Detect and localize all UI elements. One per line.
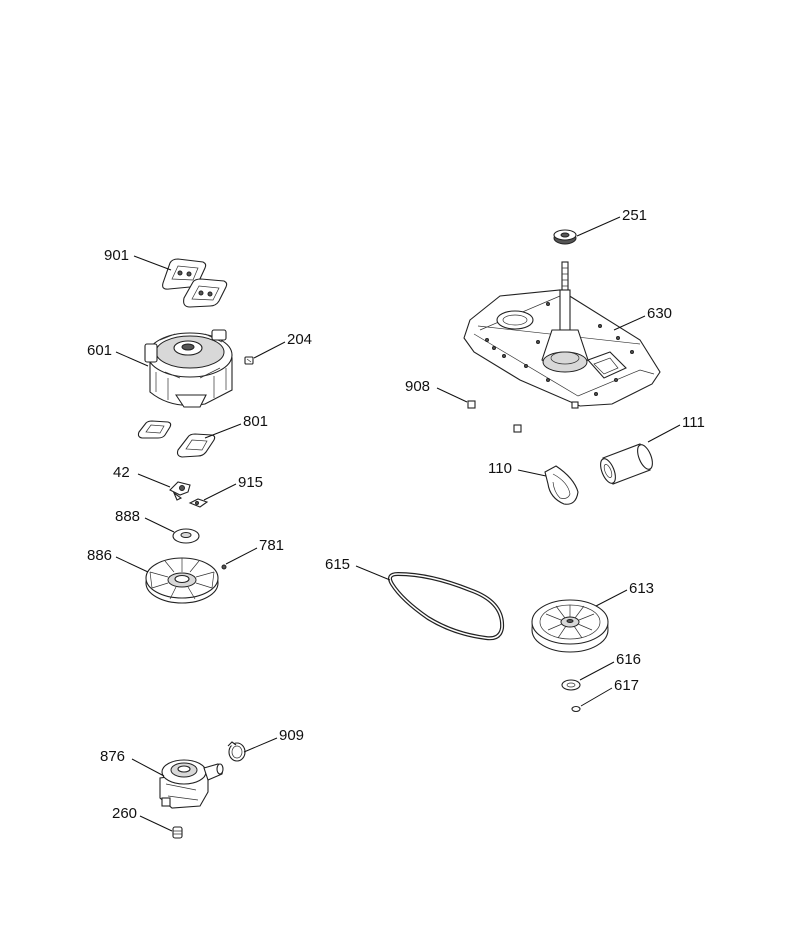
leader-915 xyxy=(203,483,237,501)
part-616-washer[interactable] xyxy=(561,679,581,691)
leader-888 xyxy=(144,517,175,533)
callout-110: 110 xyxy=(488,460,512,477)
callout-888: 888 xyxy=(115,508,140,525)
leader-601 xyxy=(115,351,149,367)
part-915-clip[interactable] xyxy=(188,498,209,508)
part-260-screw[interactable] xyxy=(172,826,183,839)
part-909-hose-clamp[interactable] xyxy=(227,741,246,762)
callout-260: 260 xyxy=(112,805,137,822)
callout-801: 801 xyxy=(243,413,268,430)
part-630-transmission-plate[interactable] xyxy=(463,261,661,409)
callout-909: 909 xyxy=(279,727,304,744)
part-908-nuts[interactable] xyxy=(467,400,522,433)
leader-251 xyxy=(576,216,621,237)
callout-labels: 901 601 204 801 42 915 888 886 781 251 6… xyxy=(87,207,705,822)
part-42-bracket[interactable] xyxy=(169,481,191,501)
leader-630 xyxy=(613,315,646,331)
leader-613 xyxy=(595,589,628,607)
part-876-drain-pump[interactable] xyxy=(159,759,224,809)
callout-915: 915 xyxy=(238,474,263,491)
callout-615: 615 xyxy=(325,556,350,573)
part-111-capacitor[interactable] xyxy=(598,443,656,486)
leader-42 xyxy=(137,473,171,488)
callout-42: 42 xyxy=(113,464,130,481)
part-886-fan-pulley[interactable] xyxy=(145,557,219,604)
leader-111 xyxy=(647,424,681,443)
leader-110 xyxy=(517,469,547,477)
callout-204: 204 xyxy=(287,331,312,348)
callout-781: 781 xyxy=(259,537,284,554)
callout-111: 111 xyxy=(682,414,705,431)
callout-616: 616 xyxy=(616,651,641,668)
leader-204 xyxy=(253,341,286,359)
leader-lines xyxy=(115,216,681,832)
leader-901 xyxy=(133,255,172,271)
leader-886 xyxy=(115,556,149,573)
part-251-cap[interactable] xyxy=(553,229,577,245)
leader-801 xyxy=(204,423,242,439)
part-781-screw[interactable] xyxy=(221,564,227,570)
callout-876: 876 xyxy=(100,748,125,765)
leader-781 xyxy=(225,547,258,565)
part-204-clip[interactable] xyxy=(244,356,254,365)
leader-615 xyxy=(355,565,391,581)
callout-613: 613 xyxy=(629,580,654,597)
part-801-pads[interactable] xyxy=(137,420,216,458)
part-613-pulley[interactable] xyxy=(531,599,609,653)
callout-630: 630 xyxy=(647,305,672,322)
callout-617: 617 xyxy=(614,677,639,694)
leader-908 xyxy=(436,387,468,403)
leader-909 xyxy=(243,737,278,753)
part-888-washer[interactable] xyxy=(172,528,200,544)
part-110-strap[interactable] xyxy=(544,465,579,505)
leader-617 xyxy=(580,687,613,707)
part-617-ring[interactable] xyxy=(571,705,581,713)
leader-616 xyxy=(579,661,615,681)
leader-260 xyxy=(139,815,173,832)
part-901-pads[interactable] xyxy=(162,258,228,308)
callout-601: 601 xyxy=(87,342,112,359)
callout-908: 908 xyxy=(405,378,430,395)
callout-886: 886 xyxy=(87,547,112,564)
callout-901: 901 xyxy=(104,247,129,264)
callout-251: 251 xyxy=(622,207,647,224)
part-615-belt[interactable] xyxy=(388,571,505,641)
part-601-motor[interactable] xyxy=(144,329,233,408)
leader-876 xyxy=(131,758,165,777)
